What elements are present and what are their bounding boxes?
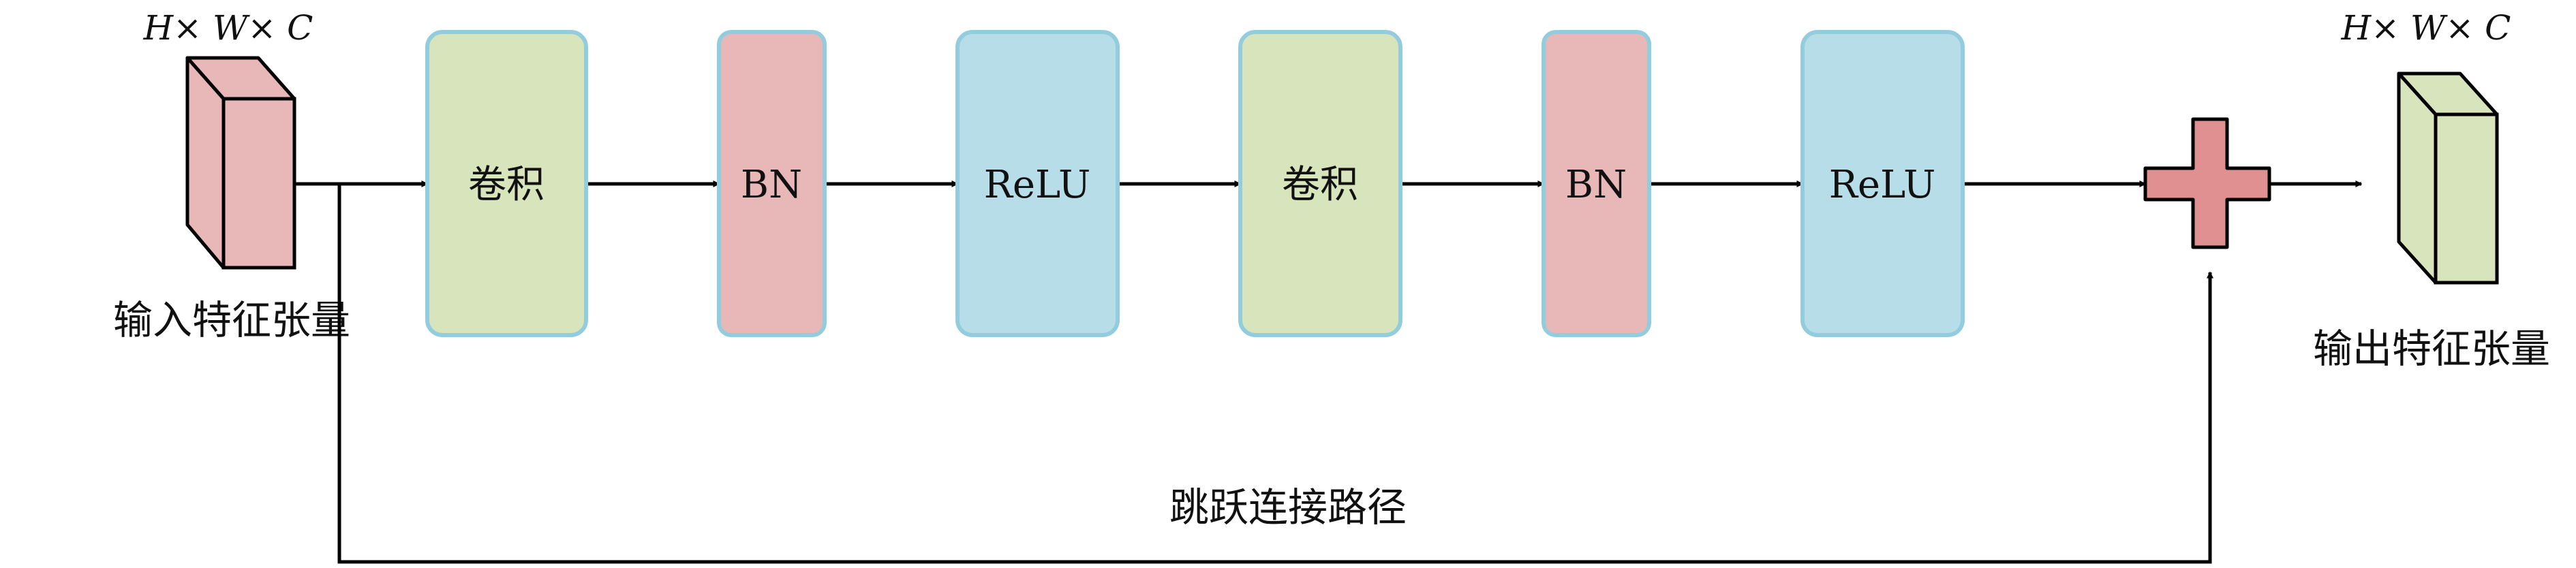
add-plus-icon bbox=[2143, 117, 2271, 249]
relu-block-1 bbox=[955, 30, 1120, 337]
bn-block-2 bbox=[1542, 30, 1651, 337]
output-tensor bbox=[2397, 72, 2499, 285]
input-tensor bbox=[185, 56, 296, 270]
conv-block-2 bbox=[1238, 30, 1402, 337]
input-tensor-caption: 输入特征张量 bbox=[113, 297, 350, 343]
output-tensor-front-face bbox=[2434, 112, 2499, 285]
bn-block-1-label: BN bbox=[741, 163, 802, 207]
bn-block-1 bbox=[717, 30, 827, 337]
conv-block-1-label: 卷积 bbox=[468, 163, 545, 207]
input-tensor-front-face bbox=[221, 97, 296, 270]
relu-block-1-label: ReLU bbox=[984, 163, 1091, 207]
skip-connection-path bbox=[337, 184, 2213, 564]
bn-block-2-label: BN bbox=[1565, 163, 1627, 207]
relu-block-2-label: ReLU bbox=[1829, 163, 1936, 207]
skip-connection-label: 跳跃连接路径 bbox=[1169, 484, 1407, 531]
output-tensor-caption: 输出特征张量 bbox=[2313, 326, 2550, 372]
conv-block-1 bbox=[425, 30, 588, 337]
conv-block-2-label: 卷积 bbox=[1282, 163, 1358, 207]
relu-block-2 bbox=[1800, 30, 1965, 337]
output-tensor-dims: H× W× C bbox=[2341, 8, 2511, 48]
input-tensor-dims: H× W× C bbox=[143, 8, 313, 48]
